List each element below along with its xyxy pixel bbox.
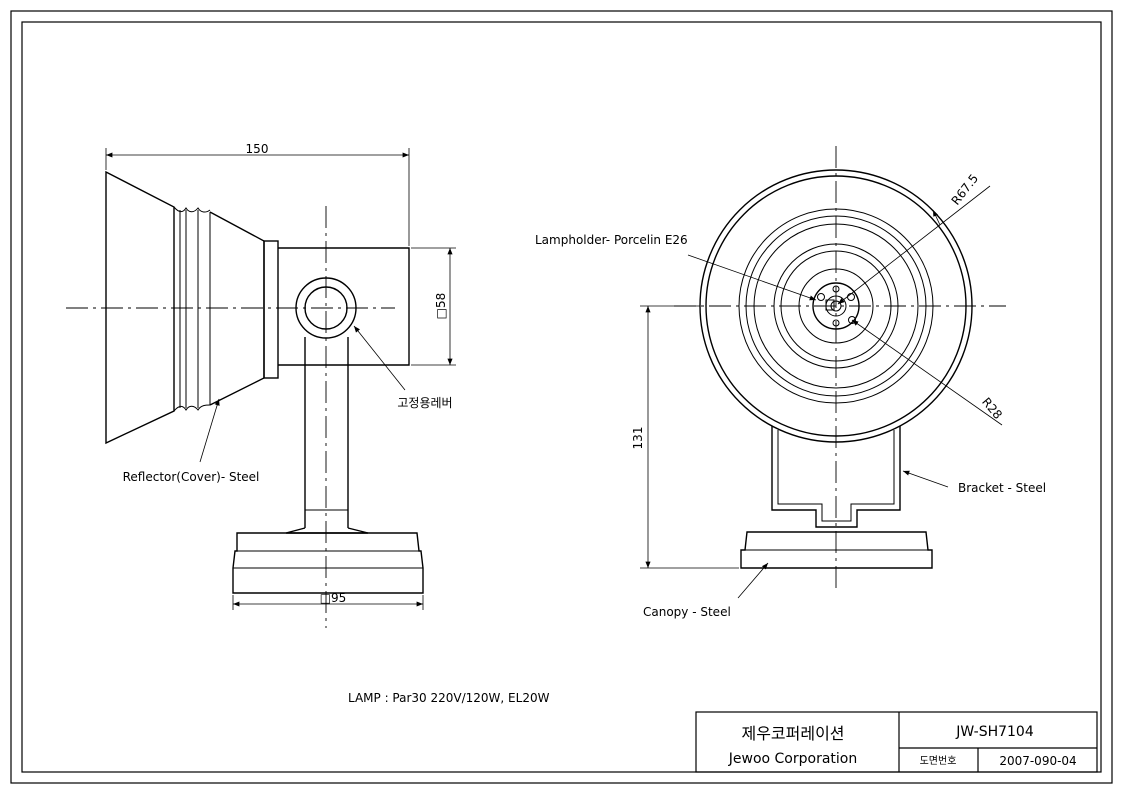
reflector-ring (263, 240, 279, 379)
lamp-housing (278, 247, 410, 366)
dim-131: 131 (631, 427, 645, 450)
dim-r28: R28 (979, 395, 1005, 422)
label-canopy: Canopy - Steel (643, 605, 731, 619)
inner-frame (21, 21, 1102, 773)
canopy (740, 531, 933, 569)
label-reflector: Reflector(Cover)- Steel (123, 470, 260, 484)
dim-95: □95 (320, 591, 347, 605)
reflector-outline (105, 170, 175, 445)
drawing-no: 2007-090-04 (999, 754, 1076, 768)
reflector-flutes (173, 206, 211, 412)
lamp-note: LAMP : Par30 220V/120W, EL20W (348, 691, 550, 705)
company-name-en: Jewoo Corporation (728, 751, 857, 767)
front-view: 150 □58 □95 고정용레버 Reflector(Cover)- Stee… (66, 142, 456, 628)
model-number: JW-SH7104 (955, 724, 1034, 740)
company-name-ko: 제우코퍼레이션 (741, 724, 844, 743)
base (232, 532, 424, 594)
label-lever: 고정용레버 (397, 396, 452, 410)
dim-150: 150 (246, 142, 269, 156)
bracket (771, 426, 901, 528)
label-lampholder: Lampholder- Porcelin E26 (535, 233, 688, 247)
label-bracket: Bracket - Steel (958, 481, 1046, 495)
title-block: 제우코퍼레이션 Jewoo Corporation JW-SH7104 도면번호… (695, 711, 1098, 773)
side-view: 131 R67.5 R28 Lampholder- Porcelin E26 B… (535, 146, 1046, 619)
dim-r67-5: R67.5 (949, 171, 982, 207)
post (304, 337, 349, 528)
outer-frame (10, 10, 1113, 784)
dim-58: □58 (434, 293, 448, 320)
drawing-no-label: 도면번호 (920, 755, 957, 767)
